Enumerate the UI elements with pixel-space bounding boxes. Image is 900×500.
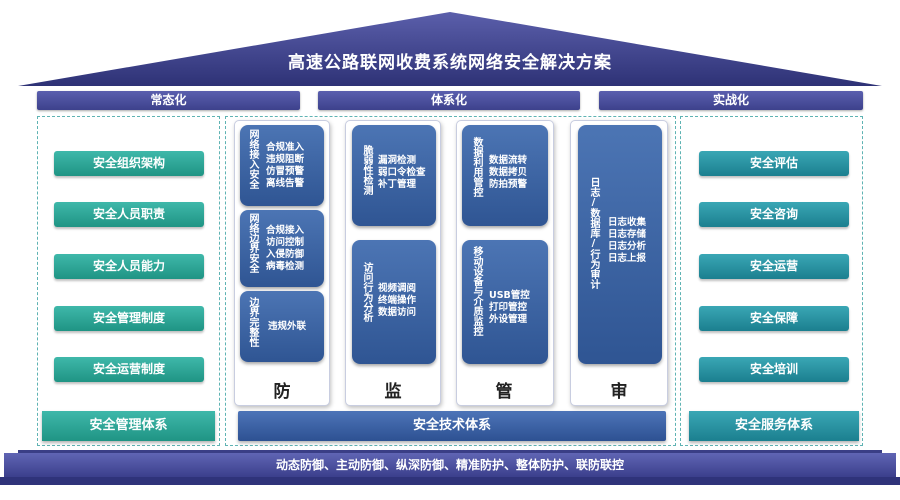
center-system-bar: 安全技术体系	[238, 411, 666, 441]
card-title: 访问行为分析	[361, 262, 372, 322]
card-line: 数据拷贝	[489, 167, 528, 178]
center-panel	[225, 116, 676, 446]
left-item-mgmt-rules: 安全管理制度	[54, 306, 204, 331]
card-line: 弱口令检查	[378, 167, 426, 178]
card-line: 离线告警	[266, 178, 305, 189]
card-line: 数据访问	[378, 307, 417, 318]
category-systematized: 体系化	[318, 91, 580, 110]
card-access-behavior: 访问行为分析 视频调阅 终端操作 数据访问	[352, 240, 436, 364]
card-network-boundary: 网络边界安全 合规接入 访问控制 入侵防御 病毒检测	[240, 210, 324, 287]
card-line: 日志收集	[608, 217, 647, 228]
card-line: 合规准入	[266, 142, 305, 153]
roof	[18, 12, 882, 86]
pillar-label-defend: 防	[273, 382, 291, 402]
category-normalized: 常态化	[37, 91, 300, 110]
card-line: 日志上报	[608, 253, 647, 264]
left-item-org: 安全组织架构	[54, 151, 204, 176]
card-line: 补丁管理	[378, 179, 417, 190]
pillar-label-audit: 审	[610, 382, 628, 402]
card-title: 数据利用管控	[471, 137, 482, 197]
card-line: 数据流转	[489, 155, 528, 166]
card-line: 仿冒预警	[266, 166, 305, 177]
right-item-training: 安全培训	[699, 357, 849, 382]
bottom-bar: 动态防御、主动防御、纵深防御、精准防护、整体防护、联防联控	[4, 453, 896, 477]
right-item-assessment: 安全评估	[699, 151, 849, 176]
card-vulnerability: 脆弱性检测 漏洞检测 弱口令检查 补丁管理	[352, 125, 436, 226]
left-item-ops-rules: 安全运营制度	[54, 357, 204, 382]
card-title: 日志/数据库/行为审计	[588, 177, 599, 289]
right-item-operations: 安全运营	[699, 254, 849, 279]
page-title: 高速公路联网收费系统网络安全解决方案	[288, 53, 612, 73]
card-line: USB管控	[489, 290, 530, 301]
card-data-use: 数据利用管控 数据流转 数据拷贝 防拍预警	[462, 125, 548, 226]
pillar-label-control: 管	[495, 382, 513, 402]
card-line: 打印管控	[489, 302, 528, 313]
card-line: 入侵防御	[266, 249, 305, 260]
card-line: 访问控制	[266, 237, 305, 248]
left-system-bar: 安全管理体系	[42, 411, 215, 441]
card-title: 边界完整性	[247, 297, 258, 347]
card-line: 视频调阅	[378, 283, 417, 294]
card-boundary-integrity: 边界完整性 违规外联	[240, 291, 324, 362]
card-device-media: 移动设备与介质监控 USB管控 打印管控 外设管理	[462, 240, 548, 364]
right-item-consulting: 安全咨询	[699, 202, 849, 227]
card-line: 合规接入	[266, 225, 305, 236]
card-title: 脆弱性检测	[361, 145, 372, 195]
card-line: 病毒检测	[266, 261, 305, 272]
left-item-ability: 安全人员能力	[54, 254, 204, 279]
card-audit: 日志/数据库/行为审计 日志收集 日志存储 日志分析 日志上报	[578, 125, 662, 364]
card-line: 终端操作	[378, 295, 417, 306]
right-panel	[680, 116, 863, 446]
right-item-assurance: 安全保障	[699, 306, 849, 331]
pillar-label-monitor: 监	[384, 382, 402, 402]
card-line: 违规阻断	[266, 154, 305, 165]
card-line: 日志存储	[608, 229, 647, 240]
card-title: 移动设备与介质监控	[471, 246, 482, 336]
left-item-duties: 安全人员职责	[54, 202, 204, 227]
card-line: 防拍预警	[489, 179, 528, 190]
foundation-base	[0, 477, 900, 485]
card-title: 网络边界安全	[247, 213, 258, 273]
card-line: 日志分析	[608, 241, 647, 252]
card-line: 漏洞检测	[378, 155, 417, 166]
category-practical: 实战化	[599, 91, 863, 110]
card-title: 网络接入安全	[247, 129, 258, 189]
card-network-access: 网络接入安全 合规准入 违规阻断 仿冒预警 离线告警	[240, 125, 324, 206]
left-panel	[37, 116, 220, 446]
card-line: 违规外联	[268, 321, 307, 332]
right-system-bar: 安全服务体系	[689, 411, 859, 441]
card-line: 外设管理	[489, 314, 528, 325]
